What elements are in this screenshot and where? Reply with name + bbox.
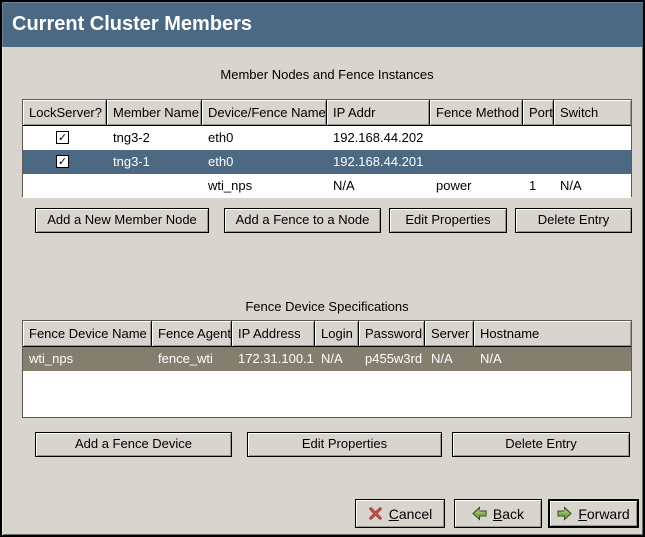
column-header-ip-addr[interactable]: IP Addr [327,100,430,126]
member-row-tng3-1-selected[interactable]: ✓ tng3-1 eth0 192.168.44.201 [23,150,631,174]
cell-lockserver: ✓ [23,150,107,174]
cell-port [523,126,554,150]
column-header-fence-method[interactable]: Fence Method [430,100,523,126]
delete-member-entry-button[interactable]: Delete Entry [515,208,632,233]
member-table-header-row: LockServer? Member Name Device/Fence Nam… [23,100,631,126]
cell-ip-addr: N/A [333,178,355,193]
member-row-wti-nps[interactable]: wti_nps N/A power 1 N/A [23,174,631,198]
forward-button[interactable]: Forward [548,499,639,528]
column-header-server[interactable]: Server [425,321,474,347]
cell-device-fence-name: eth0 [208,130,234,145]
add-fence-device-button[interactable]: Add a Fence Device [35,432,232,457]
lockserver-checkbox[interactable]: ✓ [56,155,69,168]
cell-password: p455w3rd [365,351,423,366]
forward-label: Forward [578,505,630,522]
cell-ip-addr: 192.168.44.202 [333,130,424,145]
cell-port [523,150,554,174]
cell-fence-method [430,150,523,174]
column-header-login[interactable]: Login [315,321,359,347]
column-header-lockserver[interactable]: LockServer? [23,100,107,126]
cell-switch [554,150,631,174]
cell-fence-agent: fence_wti [158,351,213,366]
cell-port: 1 [529,178,537,193]
back-button[interactable]: Back [454,499,542,528]
column-header-member-name[interactable]: Member Name [107,100,202,126]
cell-switch [554,126,631,150]
add-member-node-button[interactable]: Add a New Member Node [35,208,209,233]
cancel-x-icon [369,507,382,520]
cell-lockserver: ✓ [23,126,107,150]
page-title: Current Cluster Members [2,2,643,47]
column-header-ip-address[interactable]: IP Address [232,321,315,347]
delete-fence-entry-button[interactable]: Delete Entry [452,432,630,457]
column-header-port[interactable]: Port [523,100,554,126]
column-header-hostname[interactable]: Hostname [474,321,631,347]
cell-fence-device-name: wti_nps [29,351,74,366]
fence-table-header-row: Fence Device Name Fence Agent IP Address… [23,321,631,347]
fence-row-wti-nps-selected[interactable]: wti_nps fence_wti 172.31.100.1 N/A p455w… [23,347,631,371]
cell-ip-address: 172.31.100.1 [238,351,314,366]
member-nodes-table: LockServer? Member Name Device/Fence Nam… [22,99,632,198]
cell-member-name [107,174,202,198]
member-table-caption: Member Nodes and Fence Instances [220,67,434,82]
forward-arrow-icon [557,506,573,521]
cell-device-fence-name: eth0 [208,154,234,169]
column-header-fence-device-name[interactable]: Fence Device Name [23,321,152,347]
column-header-switch[interactable]: Switch [554,100,631,126]
cell-device-fence-name: wti_nps [208,178,253,193]
cell-fence-method: power [436,178,472,193]
fence-table-caption: Fence Device Specifications [245,299,409,314]
member-row-tng3-2[interactable]: ✓ tng3-2 eth0 192.168.44.202 [23,126,631,150]
check-icon: ✓ [57,156,68,168]
cell-member-name: tng3-2 [113,130,150,145]
back-arrow-icon [472,506,487,521]
column-header-fence-agent[interactable]: Fence Agent [152,321,232,347]
fence-devices-table: Fence Device Name Fence Agent IP Address… [22,320,632,418]
check-icon: ✓ [57,132,68,144]
cell-ip-addr: 192.168.44.201 [333,154,424,169]
cell-login: N/A [321,351,343,366]
back-label: Back [492,505,525,522]
cell-hostname: N/A [480,351,502,366]
cell-server: N/A [431,351,453,366]
column-header-device-fence-name[interactable]: Device/Fence Name [202,100,327,126]
cancel-label: Cancel [388,505,433,522]
cell-switch: N/A [560,178,582,193]
cell-member-name: tng3-1 [113,154,150,169]
column-header-password[interactable]: Password [359,321,425,347]
add-fence-to-node-button[interactable]: Add a Fence to a Node [224,208,381,233]
cancel-button[interactable]: Cancel [355,499,445,528]
edit-fence-properties-button[interactable]: Edit Properties [247,432,442,457]
lockserver-checkbox[interactable]: ✓ [56,131,69,144]
cell-fence-method [430,126,523,150]
edit-member-properties-button[interactable]: Edit Properties [389,208,507,233]
cell-lockserver [23,174,107,198]
